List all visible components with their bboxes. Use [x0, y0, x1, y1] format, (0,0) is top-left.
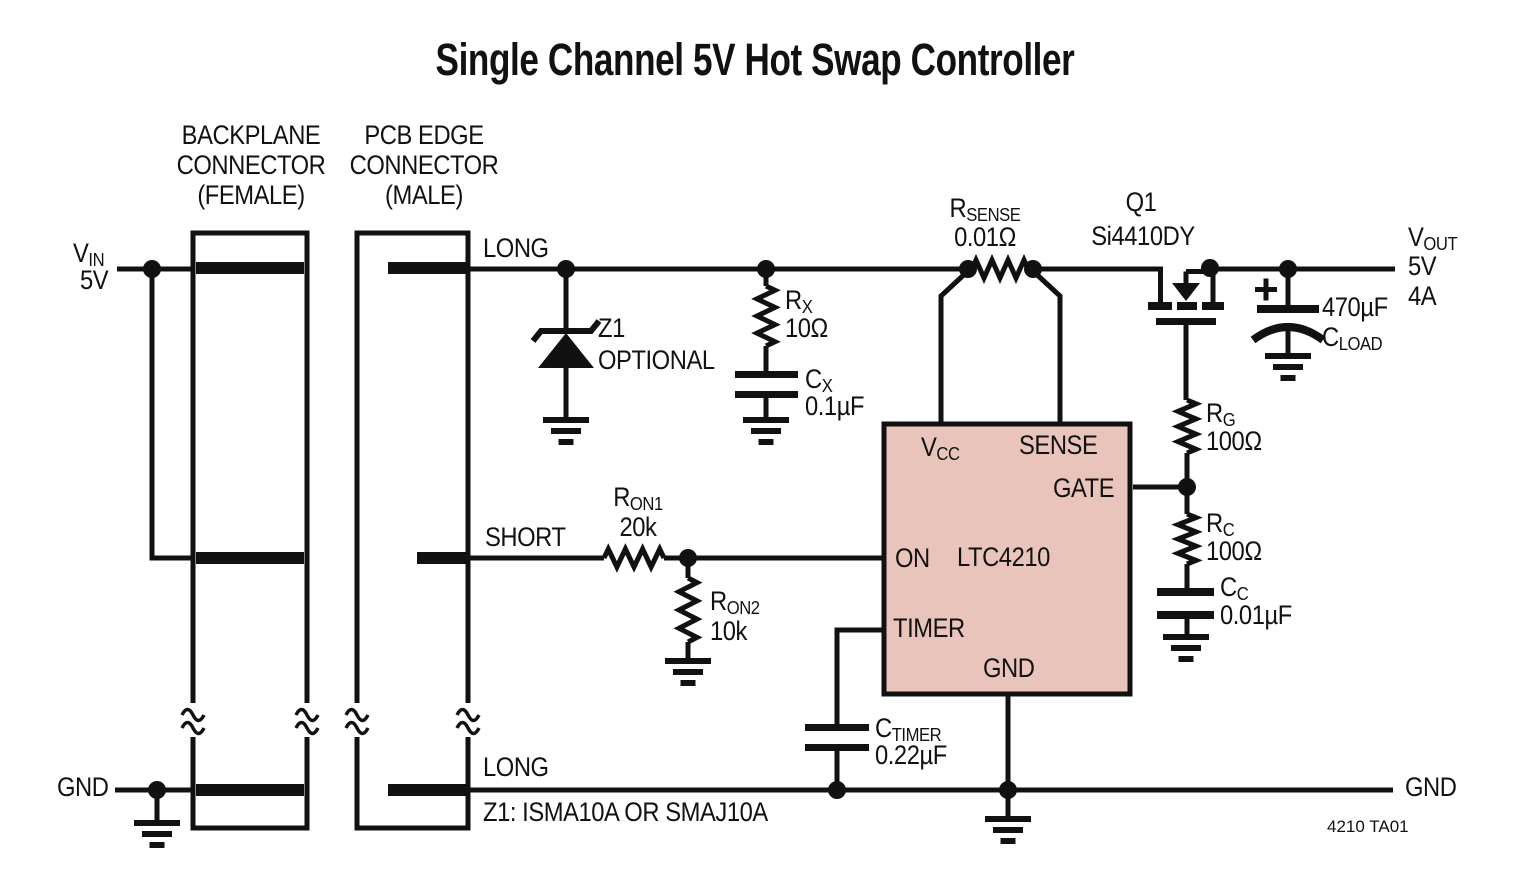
cload-ref: CLOAD: [1322, 322, 1383, 356]
rsense-value: 0.01Ω: [954, 222, 1016, 252]
figure-id: 4210 TA01: [1327, 817, 1409, 836]
pin-label-long-top: LONG: [483, 233, 549, 263]
rx-ref: RX: [785, 285, 813, 319]
rx-value: 10Ω: [785, 313, 828, 343]
ic-pin-gate: GATE: [1053, 473, 1115, 503]
kelvin-left-wire: [938, 269, 970, 424]
ic-pin-on: ON: [895, 543, 930, 573]
vin-drop-wire: [149, 269, 195, 561]
male-pin-short: [417, 552, 468, 564]
grounds: [134, 353, 1311, 848]
ground-symbol: [543, 417, 589, 445]
z1-ref: Z1: [598, 313, 625, 343]
q1-body-diode: [1172, 283, 1200, 301]
gnd-right-label: GND: [1405, 772, 1457, 802]
rx-resistor: [751, 283, 781, 349]
cx-ref: CX: [805, 364, 833, 398]
q1-ref: Q1: [1125, 187, 1157, 217]
ground-symbol: [1163, 634, 1209, 662]
rc-value: 100Ω: [1206, 536, 1262, 566]
male-pin-long-top: [388, 262, 468, 274]
wires: [115, 266, 1395, 820]
ltc4210-ic-body: [881, 421, 1133, 697]
ic-part-number: LTC4210: [957, 542, 1050, 572]
vout-value1: 5V: [1408, 251, 1437, 281]
female-pin-long-top: [196, 262, 304, 274]
plus-sign: [1263, 278, 1269, 301]
rg-ref: RG: [1206, 398, 1236, 432]
rc-resistor: [1171, 511, 1203, 567]
rsense-ref: RSENSE: [949, 193, 1021, 227]
capacitors: [735, 278, 1326, 751]
ground-symbol: [1265, 353, 1311, 381]
backplane-connector: [190, 230, 310, 831]
vout-value2: 4A: [1408, 281, 1437, 311]
resistors: [601, 253, 1203, 645]
page-title: Single Channel 5V Hot Swap Controller: [435, 34, 1075, 85]
z1-zener-diode: [530, 319, 602, 368]
vout-label: VOUT: [1408, 222, 1458, 256]
cx-value: 0.1µF: [805, 391, 865, 421]
cc-value: 0.01µF: [1220, 600, 1292, 630]
rsense-resistor: [969, 253, 1031, 285]
pcb-edge-connector: [354, 230, 471, 831]
q1-gate-plate: [1156, 318, 1216, 325]
cload-capacitor: [1250, 278, 1326, 344]
male-pin-long-bottom: [388, 784, 468, 796]
pin-label-short: SHORT: [485, 522, 566, 552]
pcb-edge-connector-label: PCB EDGE CONNECTOR (MALE): [349, 120, 499, 210]
ic-pin-gnd: GND: [983, 653, 1035, 683]
ground-symbol: [665, 658, 711, 686]
cc-capacitor: [1157, 588, 1214, 619]
break-squiggles: [180, 703, 481, 737]
cx-capacitor: [735, 371, 798, 398]
z1-note: OPTIONAL: [598, 345, 715, 375]
q1-part: Si4410DY: [1091, 221, 1195, 251]
q1-mosfet: [1148, 283, 1224, 325]
ron1-value: 20k: [619, 512, 657, 542]
ctimer-value: 0.22µF: [875, 740, 947, 770]
vin-label: VIN: [73, 238, 105, 272]
break-squiggle: [455, 703, 481, 737]
ctimer-capacitor: [805, 724, 869, 751]
vin-value: 5V: [80, 265, 109, 295]
break-squiggle: [180, 703, 206, 737]
cc-ref: CC: [1220, 572, 1249, 606]
female-pin-short: [196, 552, 304, 564]
ctimer-ref: CTIMER: [875, 713, 942, 747]
break-squiggle: [344, 703, 370, 737]
rg-value: 100Ω: [1206, 426, 1262, 456]
ron2-ref: RON2: [710, 586, 760, 620]
timer-wire: [834, 627, 884, 724]
z1-part-note: Z1: ISMA10A OR SMAJ10A: [483, 797, 768, 827]
ground-symbol: [134, 820, 180, 848]
gnd-left-label: GND: [57, 772, 109, 802]
ic-pin-vcc: VCC: [921, 432, 960, 466]
female-pin-long-bottom: [196, 784, 304, 796]
rc-ref: RC: [1206, 508, 1235, 542]
junction-dots: [143, 259, 1297, 799]
ron1-ref: RON1: [613, 482, 663, 516]
ron2-value: 10k: [710, 616, 748, 646]
pin-label-long-bottom: LONG: [483, 752, 549, 782]
ic-pin-sense: SENSE: [1019, 430, 1098, 460]
ground-symbol: [743, 417, 789, 445]
ground-symbol: [985, 816, 1031, 844]
rg-resistor: [1171, 397, 1203, 456]
ron1-resistor: [601, 543, 667, 573]
backplane-connector-label: BACKPLANE CONNECTOR (FEMALE): [176, 120, 326, 210]
ron2-resistor: [673, 575, 703, 645]
ic-pin-timer: TIMER: [893, 613, 965, 643]
break-squiggle: [294, 703, 320, 737]
kelvin-right-wire: [1031, 269, 1063, 424]
cload-value: 470µF: [1322, 292, 1388, 322]
